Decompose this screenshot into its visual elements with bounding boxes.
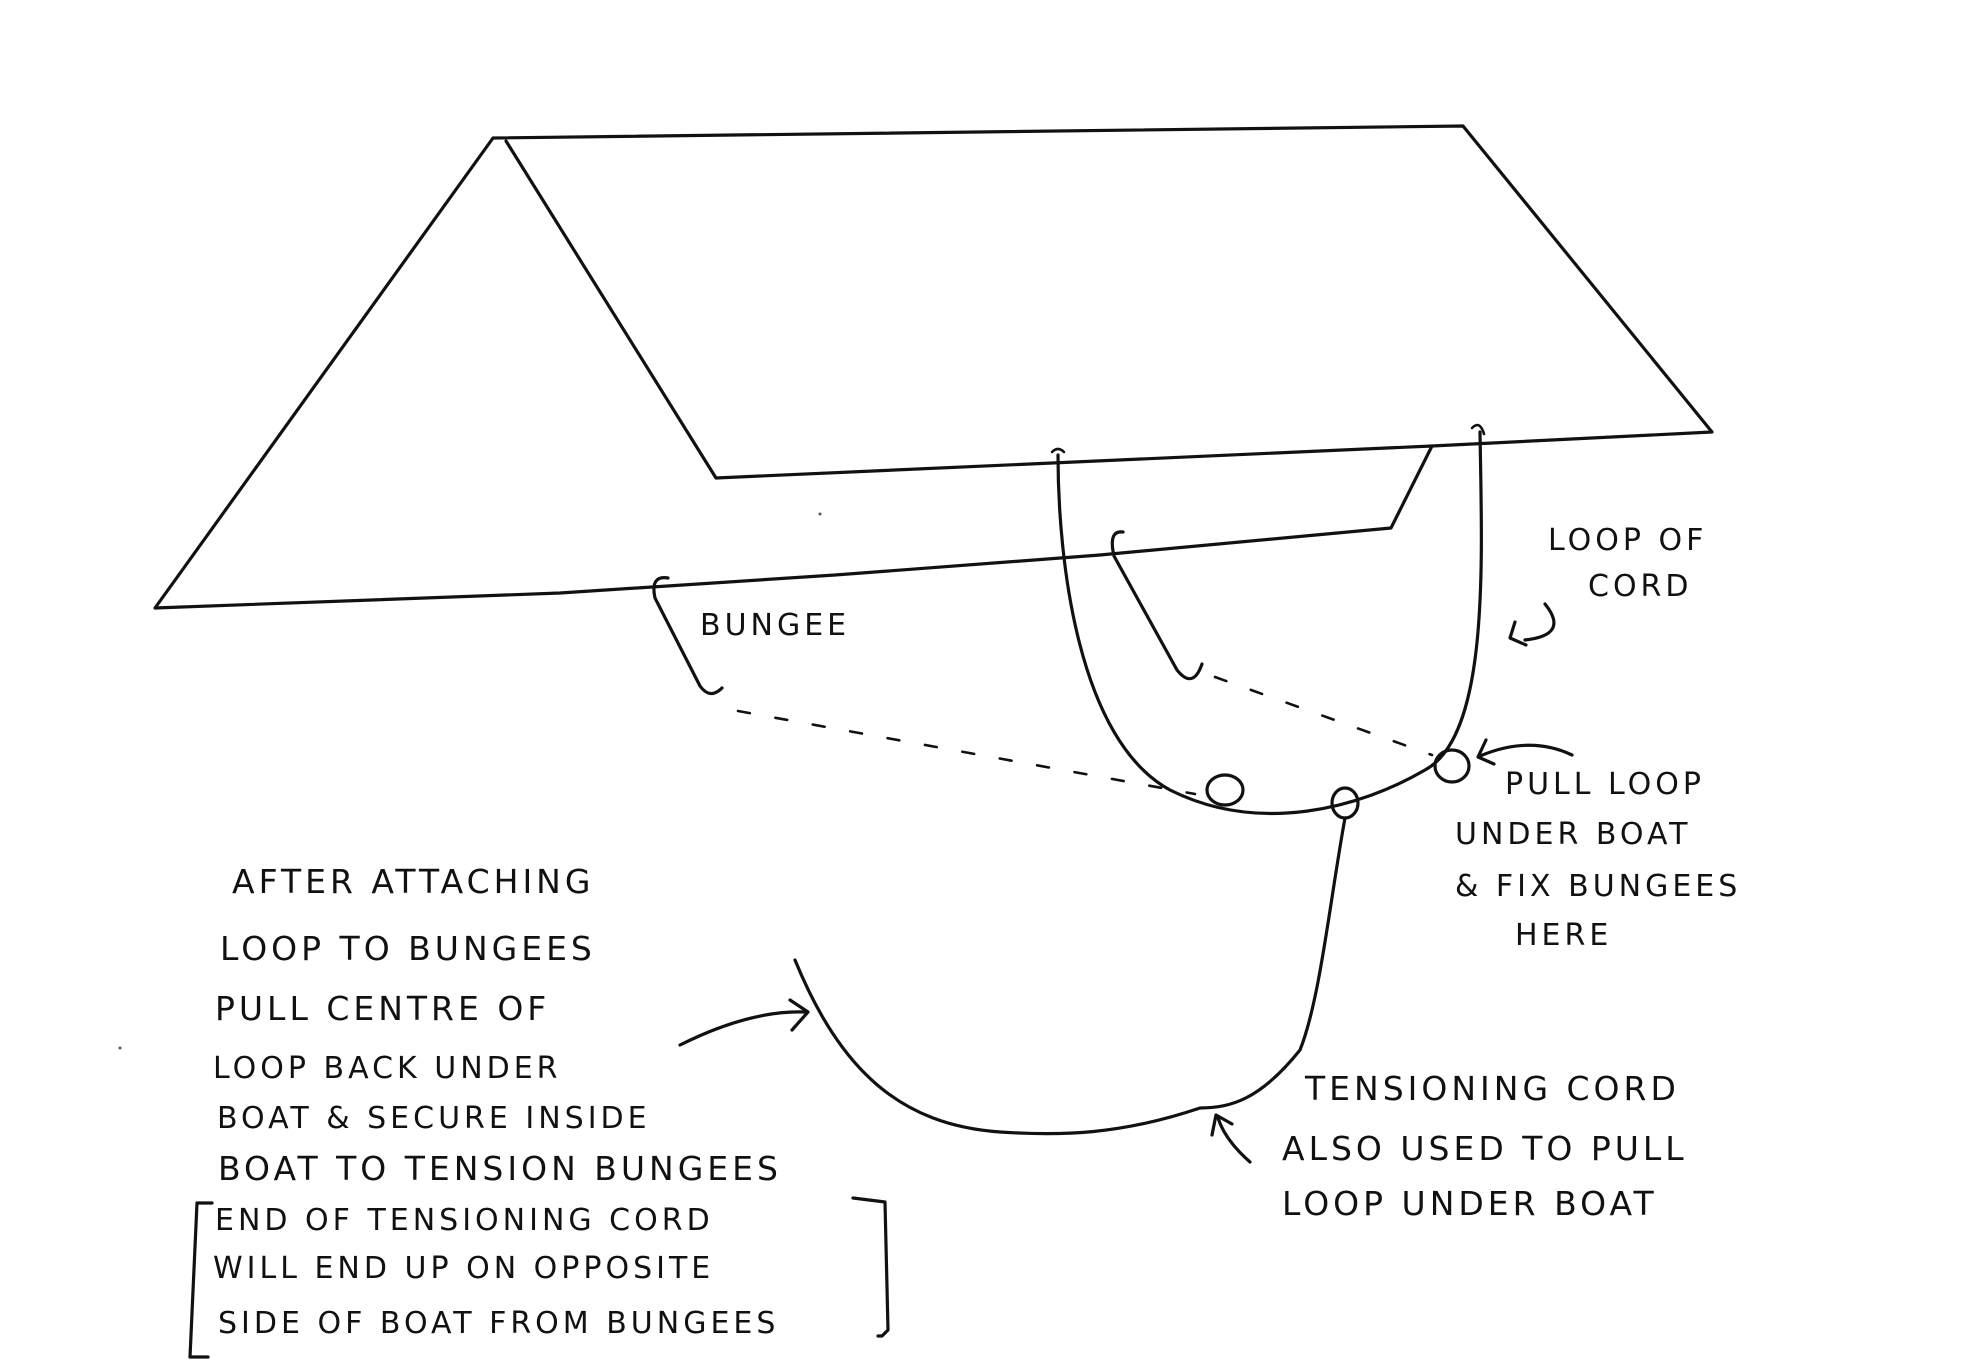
svg-text:TENSIONING CORD: TENSIONING CORD bbox=[1304, 1069, 1680, 1108]
svg-text:& FIX BUNGEES: & FIX BUNGEES bbox=[1455, 869, 1741, 904]
label-tensioning-cord: TENSIONING CORD ALSO USED TO PULL LOOP U… bbox=[1282, 1069, 1688, 1223]
svg-text:LOOP TO BUNGEES: LOOP TO BUNGEES bbox=[220, 929, 596, 968]
label-bungee: BUNGEE bbox=[700, 608, 850, 643]
svg-text:WILL END UP ON OPPOSITE: WILL END UP ON OPPOSITE bbox=[213, 1251, 714, 1286]
svg-text:PULL LOOP: PULL LOOP bbox=[1505, 767, 1705, 802]
label-pull-loop: PULL LOOP UNDER BOAT & FIX BUNGEES HERE bbox=[1455, 767, 1741, 953]
bracket-left bbox=[188, 1201, 214, 1359]
arrow-after-attaching bbox=[678, 1010, 807, 1047]
cord-loop bbox=[1056, 430, 1483, 816]
ring-right bbox=[1433, 748, 1471, 784]
arrow-tensioning-cord bbox=[1216, 1116, 1252, 1164]
arrow-loop-of-cord bbox=[1523, 602, 1556, 642]
svg-text:LOOP UNDER BOAT: LOOP UNDER BOAT bbox=[1282, 1184, 1658, 1223]
cord-loop-knot-right bbox=[1470, 423, 1486, 436]
ring-left bbox=[1205, 773, 1245, 807]
label-bracket-note: END OF TENSIONING CORD WILL END UP ON OP… bbox=[213, 1203, 779, 1341]
svg-text:CORD: CORD bbox=[1588, 569, 1693, 604]
tensioning-cord bbox=[793, 816, 1347, 1136]
svg-text:BOAT & SECURE INSIDE: BOAT & SECURE INSIDE bbox=[217, 1101, 651, 1136]
svg-text:BOAT TO TENSION BUNGEES: BOAT TO TENSION BUNGEES bbox=[218, 1149, 782, 1188]
label-loop-of-cord: LOOP OF CORD bbox=[1548, 523, 1707, 604]
svg-text:ALSO USED TO PULL: ALSO USED TO PULL bbox=[1282, 1129, 1688, 1168]
svg-text:LOOP OF: LOOP OF bbox=[1548, 523, 1707, 558]
svg-text:LOOP BACK UNDER: LOOP BACK UNDER bbox=[213, 1051, 562, 1086]
bungee-hook-left bbox=[652, 576, 724, 696]
dashed-line-left bbox=[736, 709, 1197, 796]
bracket-right bbox=[851, 1196, 890, 1338]
svg-text:END OF TENSIONING CORD: END OF TENSIONING CORD bbox=[215, 1203, 714, 1238]
dashed-line-right bbox=[1213, 675, 1434, 757]
pencil-speck bbox=[118, 1046, 122, 1050]
arrow-loop-of-cord-head bbox=[1508, 620, 1528, 647]
tarp-ridge-fold bbox=[504, 139, 1434, 480]
arrow-pull-loop-head bbox=[1476, 738, 1496, 766]
svg-text:AFTER ATTACHING: AFTER ATTACHING bbox=[232, 862, 594, 901]
label-after-attaching: AFTER ATTACHING LOOP TO BUNGEES PULL CEN… bbox=[213, 862, 782, 1188]
arrow-pull-loop bbox=[1478, 743, 1574, 758]
svg-text:SIDE OF BOAT FROM BUNGEES: SIDE OF BOAT FROM BUNGEES bbox=[218, 1306, 779, 1341]
svg-text:PULL CENTRE OF: PULL CENTRE OF bbox=[215, 989, 550, 1028]
cord-loop-knot-left bbox=[1050, 447, 1066, 454]
svg-text:UNDER BOAT: UNDER BOAT bbox=[1455, 817, 1692, 852]
arrow-tensioning-cord-head bbox=[1210, 1113, 1234, 1137]
pencil-speck bbox=[818, 512, 822, 516]
tarp-outline bbox=[153, 124, 1714, 610]
arrow-after-attaching-head bbox=[788, 998, 810, 1032]
svg-text:HERE: HERE bbox=[1515, 918, 1612, 953]
bungee-hook-right bbox=[1110, 530, 1204, 681]
